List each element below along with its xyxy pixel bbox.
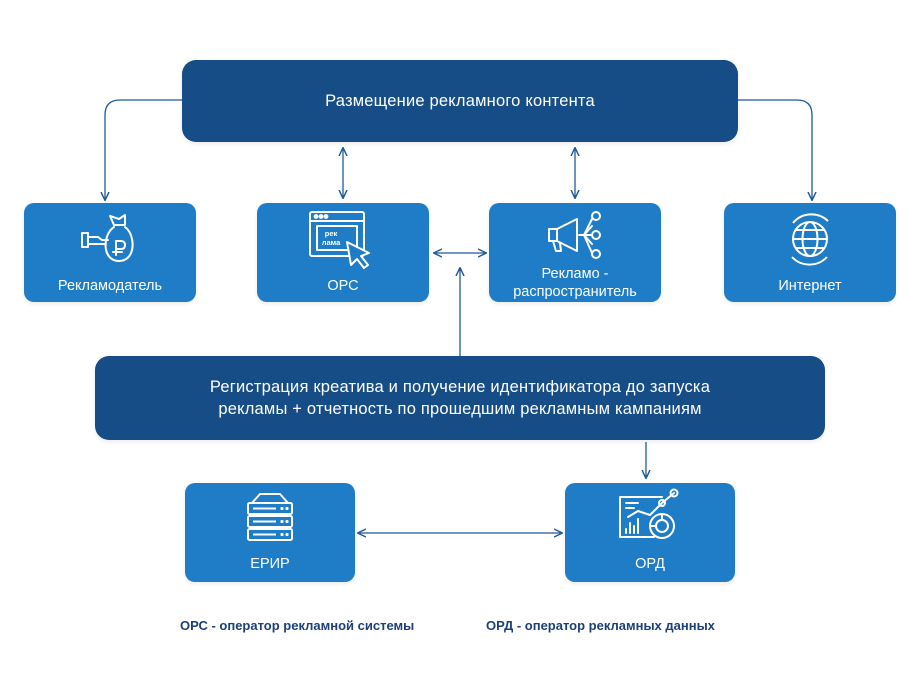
registration-box: Регистрация креатива и получение идентиф… <box>95 356 825 440</box>
node-distributor-label-line1: Рекламо - <box>541 266 609 282</box>
node-internet: Интернет <box>724 203 896 302</box>
icon-ad-text-1: рек <box>325 229 338 238</box>
node-ord-label: ОРД <box>635 556 665 572</box>
legend-ord: ОРД - оператор рекламных данных <box>486 618 715 633</box>
node-erir-label: ЕРИР <box>250 556 290 572</box>
registration-text-line2: рекламы + отчетность по прошедшим реклам… <box>218 400 702 418</box>
icon-ad-text-2: лама <box>322 238 341 247</box>
megaphone-network-icon <box>548 211 601 259</box>
node-distributor-label: Рекламо - распространитель <box>489 265 661 301</box>
node-ors-label: ОРС <box>327 278 359 294</box>
node-advertiser: Рекламодатель <box>24 203 196 302</box>
analytics-chart-icon <box>619 488 679 539</box>
node-ord: ОРД <box>565 483 735 582</box>
legend-ors: ОРС - оператор рекламной системы <box>180 618 415 633</box>
server-icon <box>247 493 293 541</box>
content-placement-text: Размещение рекламного контента <box>325 91 595 110</box>
node-erir: ЕРИР <box>185 483 355 582</box>
node-advertiser-label: Рекламодатель <box>57 278 163 294</box>
money-bag-ruble-icon <box>81 214 134 262</box>
registration-text-line1: Регистрация креатива и получение идентиф… <box>209 377 711 396</box>
node-distributor-label-line2: распространитель <box>513 284 637 301</box>
connector-top-to-advertiser <box>105 99 182 200</box>
connector-top-to-internet <box>738 99 812 200</box>
globe-icon <box>791 213 829 266</box>
node-distributor: Рекламо - распространитель <box>489 203 661 302</box>
content-placement-box: Размещение рекламного контента <box>182 60 738 142</box>
node-internet-label: Интернет <box>778 278 842 294</box>
browser-ad-cursor-icon: рек лама <box>309 211 370 269</box>
node-ors: рек лама ОРС <box>257 203 429 302</box>
